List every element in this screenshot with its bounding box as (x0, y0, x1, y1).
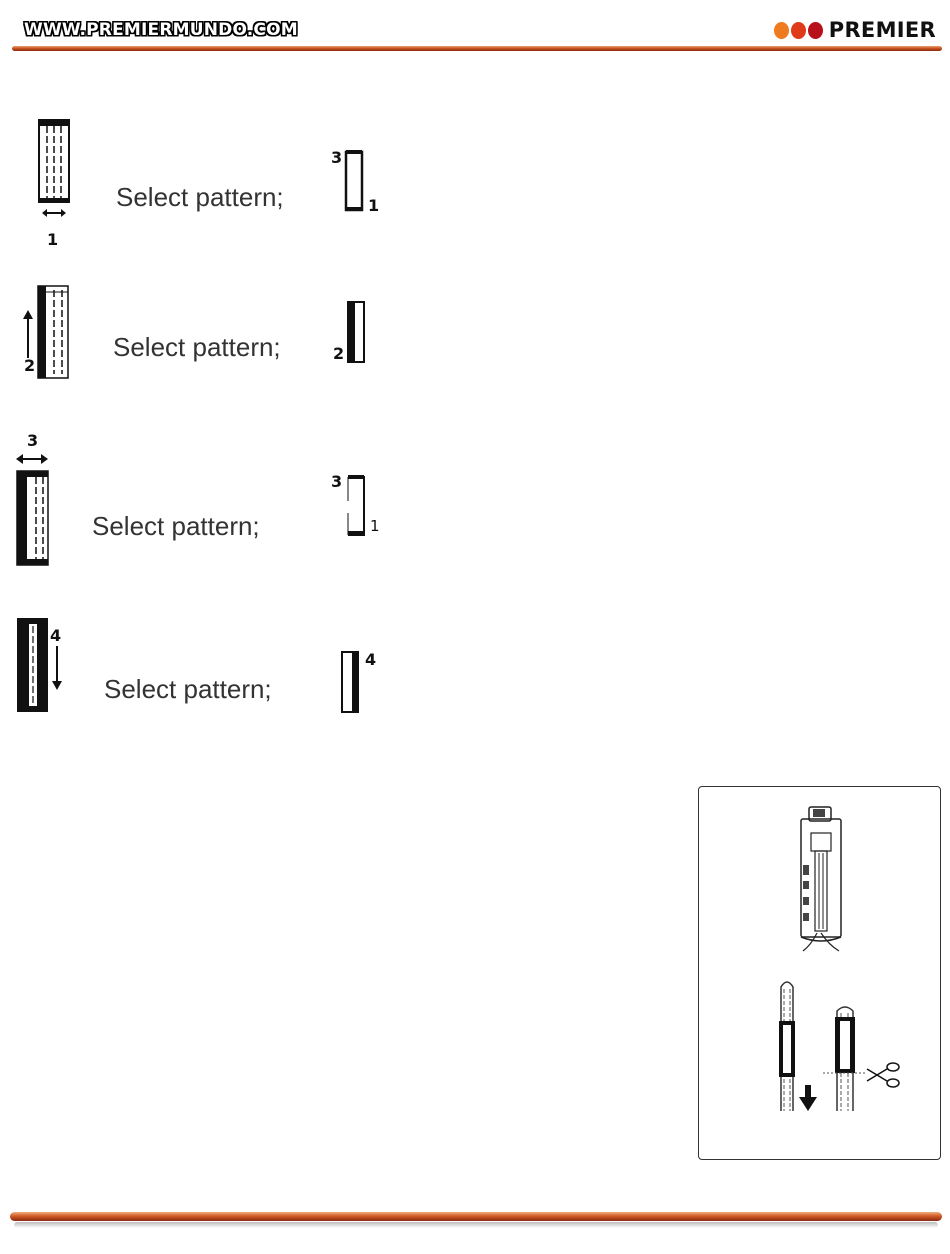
step-3-label: Select pattern; (92, 511, 260, 542)
footer-divider (10, 1212, 942, 1221)
logo-dot-orange (774, 22, 789, 39)
brand-logo: PREMIER (774, 18, 936, 42)
step-2-label: Select pattern; (113, 332, 281, 363)
pattern-icon-3 (346, 473, 368, 539)
buttonhole-diagram-icon (36, 284, 72, 384)
fabric-cut-illustration (775, 977, 915, 1117)
step-1-label: Select pattern; (116, 182, 284, 213)
pattern-icon-4 (340, 650, 362, 716)
header-divider (12, 46, 942, 51)
pattern-icon-1 (344, 150, 366, 214)
step-3: 3 Select pattern; 3 1 (0, 425, 400, 575)
cutting-illustration-box (698, 786, 941, 1160)
arrow-up-icon (22, 310, 34, 360)
page-header: WWW.PREMIERMUNDO.COM PREMIER (0, 0, 950, 60)
brand-name: PREMIER (829, 18, 936, 42)
site-url[interactable]: WWW.PREMIERMUNDO.COM (24, 20, 298, 40)
step-3-pattern-bottom-number: 1 (370, 517, 380, 535)
logo-dot-crimson (808, 22, 823, 39)
footer-divider-shadow (14, 1222, 938, 1228)
step-1-direction-number: 1 (47, 230, 58, 249)
step-3-direction-number: 3 (27, 431, 38, 450)
pattern-icon-2 (346, 300, 368, 366)
logo-dot-red (791, 22, 806, 39)
step-3-pattern-top-number: 3 (331, 472, 342, 491)
buttonhole-diagram-icon (16, 469, 52, 569)
presser-foot-illustration (795, 805, 847, 953)
arrow-down-icon (51, 646, 63, 690)
step-4: 4 Select pattern; 4 (0, 610, 400, 720)
step-2-direction-number: 2 (24, 356, 35, 375)
step-4-direction-number: 4 (50, 626, 61, 645)
step-4-label: Select pattern; (104, 674, 272, 705)
step-1-pattern-bottom-number: 1 (368, 196, 379, 215)
step-2: 2 Select pattern; 2 (0, 280, 400, 390)
step-1: 1 Select pattern; 3 1 (0, 110, 400, 260)
buttonhole-diagram-icon (16, 616, 52, 716)
buttonhole-diagram-icon (36, 118, 76, 218)
double-arrow-icon (16, 453, 48, 465)
step-2-pattern-number: 2 (333, 344, 344, 363)
step-1-pattern-top-number: 3 (331, 148, 342, 167)
scissors-icon (867, 1063, 899, 1087)
step-4-pattern-number: 4 (365, 650, 376, 669)
